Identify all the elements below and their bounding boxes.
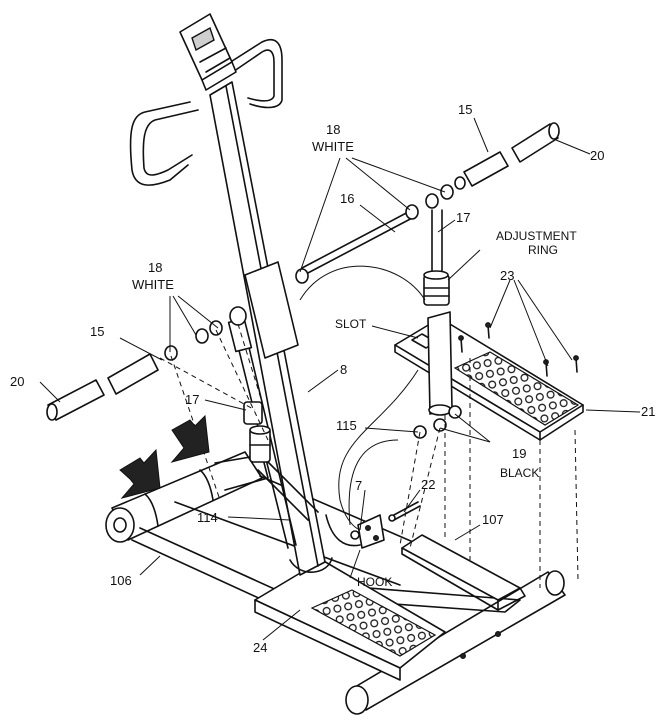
label-16: 16 [340,191,354,206]
label-20-top: 20 [590,148,604,163]
part-labels: 15 20 18 WHITE 16 17 ADJUSTMENT RING 23 … [10,102,655,655]
label-20-left: 20 [10,374,24,389]
label-19-word: BLACK [500,466,539,480]
label-18-top-num: 18 [326,122,340,137]
label-hook: HOOK [357,575,392,589]
top-axle-assembly [295,122,560,284]
arrow-down-icon [119,448,161,499]
right-footplate [394,311,584,441]
label-24: 24 [253,640,267,655]
arrow-down-icon [170,414,210,463]
label-17-left: 17 [185,392,199,407]
label-17-top: 17 [456,210,470,225]
label-23: 23 [500,268,514,283]
label-106: 106 [110,573,132,588]
label-18-top-word: WHITE [312,139,354,154]
label-15-left: 15 [90,324,104,339]
label-adjustment-line1: ADJUSTMENT [496,229,577,243]
screws [458,322,579,377]
label-adjustment-line2: RING [528,243,558,257]
label-15-top: 15 [458,102,472,117]
console-display [179,13,237,91]
label-115: 115 [336,418,357,433]
label-8: 8 [340,362,347,377]
label-21: 21 [641,404,655,419]
leader-lines [39,117,641,641]
label-18-left-word: WHITE [132,277,174,292]
label-107: 107 [482,512,504,527]
label-18-left-num: 18 [148,260,162,275]
rear-strut [227,317,297,549]
label-22: 22 [421,477,435,492]
label-slot: SLOT [335,317,367,331]
black-arrows [119,414,210,499]
cable [299,265,426,531]
left-pedal [254,559,446,681]
label-114: 114 [197,510,218,525]
bracket-hardware [350,405,462,549]
label-7: 7 [355,478,362,493]
pivot-arm [257,461,361,547]
main-column [209,81,333,576]
handlebar [129,38,283,186]
adjustment-cylinder [423,209,450,306]
right-pedal-plate [401,534,526,611]
label-19-num: 19 [512,446,526,461]
left-cylinder [243,401,271,463]
left-axle-assembly [46,306,247,421]
